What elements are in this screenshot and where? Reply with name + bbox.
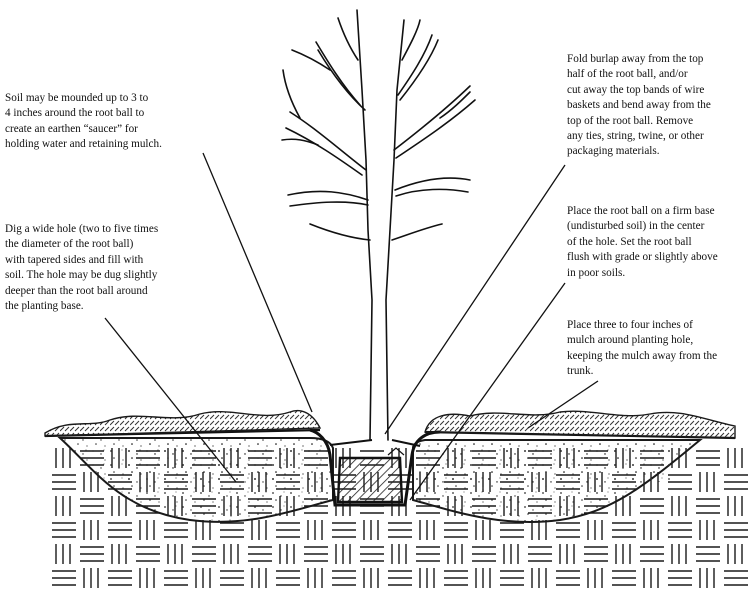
annotation-burlap: Fold burlap away from the top half of th… (567, 52, 748, 160)
root-ball (338, 458, 402, 502)
annotation-wide-hole: Dig a wide hole (two to five times the d… (5, 222, 220, 314)
tree (282, 10, 475, 440)
annotation-root-ball: Place the root ball on a firm base (undi… (567, 204, 748, 281)
annotation-saucer: Soil may be mounded up to 3 to 4 inches … (5, 91, 215, 153)
annotation-mulch: Place three to four inches of mulch arou… (567, 318, 748, 380)
